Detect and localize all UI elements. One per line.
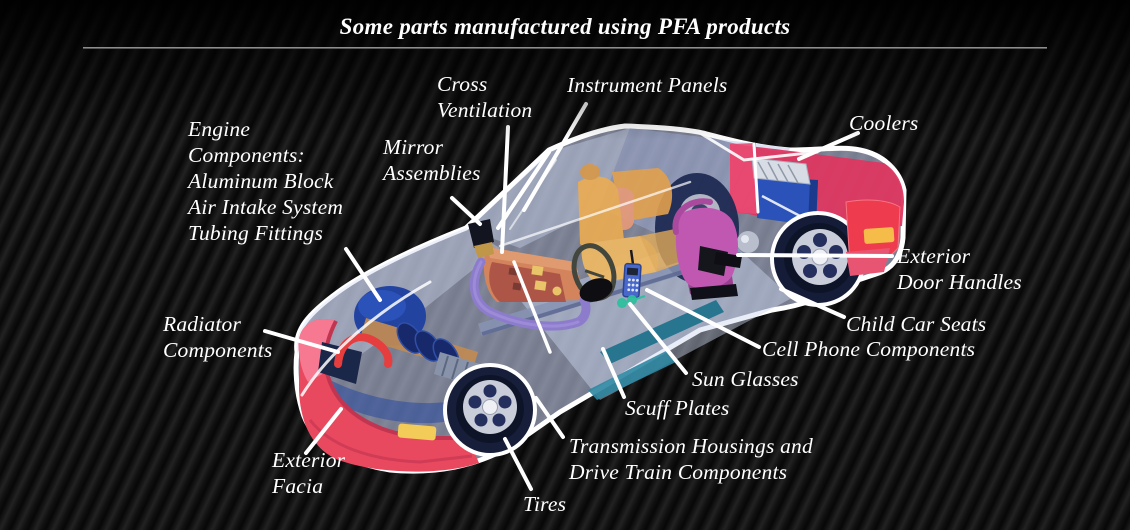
front-wheel bbox=[443, 363, 537, 457]
label-line: Aluminum Block bbox=[188, 169, 334, 193]
label-line: Cross bbox=[437, 72, 488, 96]
leader-scuff-plates bbox=[601, 347, 626, 399]
leader-lines bbox=[263, 102, 894, 491]
leader-exterior-facia bbox=[304, 407, 343, 455]
radiator-hose bbox=[334, 333, 393, 368]
label-cell-phone-components: Cell Phone Components bbox=[762, 336, 975, 362]
label-line: Tubing Fittings bbox=[188, 221, 324, 245]
label-instrument-panels: Instrument Panels bbox=[567, 72, 727, 98]
label-exterior-facia: Exterior Facia bbox=[272, 447, 345, 499]
leader-child-car-seats bbox=[779, 287, 846, 319]
leader-engine-components bbox=[344, 247, 382, 302]
label-coolers: Coolers bbox=[849, 110, 919, 136]
bumper-marker-light bbox=[397, 423, 437, 441]
label-line: Ventilation bbox=[437, 98, 533, 122]
engine-undertray bbox=[330, 380, 460, 424]
label-line: Scuff Plates bbox=[625, 396, 730, 420]
label-exterior-door-handles: Exterior Door Handles bbox=[897, 243, 1022, 295]
label-line: Exterior bbox=[272, 448, 346, 472]
title-divider bbox=[83, 47, 1047, 49]
label-line: Facia bbox=[272, 474, 324, 498]
label-line: Assemblies bbox=[383, 161, 481, 185]
leader-cross-ventilation bbox=[500, 125, 510, 254]
cross-vent-duct-highlight bbox=[472, 260, 580, 328]
label-line: Radiator bbox=[163, 312, 242, 336]
label-line: Drive Train Components bbox=[569, 460, 788, 484]
label-line: Child Car Seats bbox=[846, 312, 987, 336]
leader-sun-glasses bbox=[628, 302, 688, 375]
body-seam-lines bbox=[300, 131, 819, 397]
label-line: Coolers bbox=[849, 111, 919, 135]
label-line: Transmission Housings and bbox=[569, 434, 813, 458]
label-line: Instrument Panels bbox=[567, 73, 728, 97]
label-cross-ventilation: Cross Ventilation bbox=[437, 71, 532, 123]
label-line: Door Handles bbox=[897, 270, 1022, 294]
leader-mirror-assemblies bbox=[450, 196, 482, 226]
label-tires: Tires bbox=[523, 491, 566, 517]
door-handle bbox=[714, 252, 742, 268]
rear-wheel bbox=[770, 211, 866, 307]
leader-tires bbox=[503, 437, 533, 491]
leader-transmission bbox=[534, 396, 565, 439]
label-line: Components bbox=[163, 338, 273, 362]
label-child-car-seats: Child Car Seats bbox=[846, 311, 986, 337]
label-line: Exterior bbox=[897, 244, 971, 268]
diagram-title: Some parts manufactured using PFA produc… bbox=[339, 14, 791, 39]
label-line: Components: bbox=[188, 143, 305, 167]
label-scuff-plates: Scuff Plates bbox=[625, 395, 730, 421]
label-line: Air Intake System bbox=[188, 195, 344, 219]
seats bbox=[578, 164, 690, 284]
label-engine-components: Engine Components: Aluminum Block Air In… bbox=[188, 116, 343, 246]
label-sun-glasses: Sun Glasses bbox=[692, 366, 799, 392]
leader-radiator-components bbox=[263, 329, 340, 354]
leader-exterior-door-handles bbox=[736, 253, 894, 258]
shifter-boot bbox=[579, 278, 613, 302]
label-line: Tires bbox=[523, 492, 567, 516]
label-line: Mirror bbox=[383, 135, 444, 159]
leader-cell-phone-components bbox=[645, 288, 761, 349]
label-line: Sun Glasses bbox=[692, 367, 799, 391]
label-line: Engine bbox=[188, 117, 251, 141]
label-radiator-components: Radiator Components bbox=[163, 311, 273, 363]
label-transmission: Transmission Housings and Drive Train Co… bbox=[569, 433, 813, 485]
instrument-panel bbox=[483, 247, 585, 302]
label-line: Cell Phone Components bbox=[762, 337, 976, 361]
mirror-assembly bbox=[468, 219, 494, 258]
scuff-plates bbox=[588, 300, 724, 400]
windshield bbox=[468, 128, 630, 248]
label-mirror-assemblies: Mirror Assemblies bbox=[383, 134, 481, 186]
